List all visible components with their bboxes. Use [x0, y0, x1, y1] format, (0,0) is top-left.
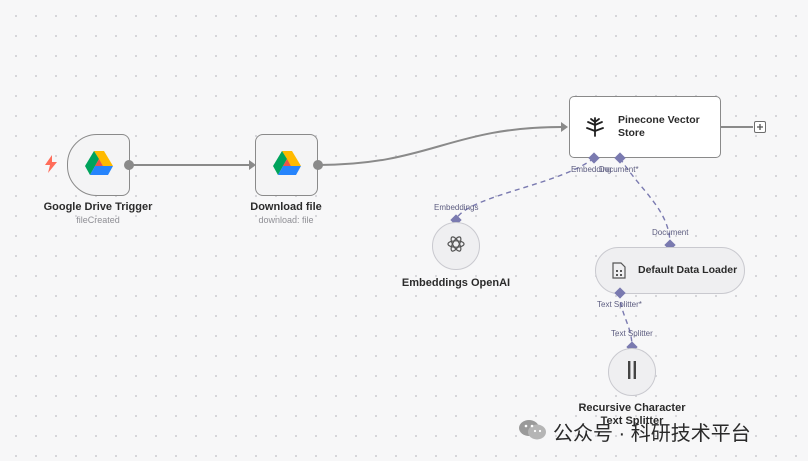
download-file-node[interactable]	[255, 134, 318, 196]
default-data-loader-node[interactable]: Default Data Loader	[595, 247, 745, 294]
node-title: Google Drive Trigger	[43, 201, 153, 213]
node-title: Download file	[250, 201, 322, 213]
port-label-document-out: Document	[652, 228, 689, 237]
embeddings-openai-node[interactable]	[432, 222, 480, 270]
port-label-embedding: Embedding	[571, 165, 612, 174]
node-title-line-1: Pinecone Vector	[618, 114, 700, 126]
connection-text-splitter[interactable]	[619, 292, 633, 348]
node-title: Default Data Loader	[638, 264, 738, 276]
port-label-text-splitter-out: Text Splitter	[611, 329, 653, 338]
split-bars-icon	[625, 360, 639, 385]
port-label-embeddings: Embeddings	[434, 203, 479, 212]
arrow-head-icon	[561, 122, 568, 132]
pinecone-vector-store-node[interactable]: Pinecone Vector Store	[569, 96, 721, 158]
connection-document[interactable]	[619, 157, 671, 245]
watermark-text: 公众号 · 科研技术平台	[553, 423, 751, 445]
node-title-line-2: Store	[618, 127, 645, 139]
trigger-output-port[interactable]	[124, 160, 134, 170]
connection-download-to-pinecone[interactable]	[317, 126, 563, 166]
google-drive-icon	[272, 150, 301, 180]
file-data-icon	[612, 262, 626, 284]
openai-icon	[446, 234, 466, 259]
google-drive-trigger-node[interactable]	[67, 134, 130, 196]
plus-icon	[757, 124, 763, 130]
connection-embeddings[interactable]	[455, 157, 595, 220]
arrow-head-icon	[249, 160, 256, 170]
trigger-bolt-icon	[44, 155, 58, 173]
node-subtitle: download: file	[258, 215, 314, 225]
wechat-logo-icon	[518, 419, 548, 441]
download-output-port[interactable]	[313, 160, 323, 170]
add-node-button[interactable]	[754, 121, 766, 133]
port-label-document: Document*	[599, 165, 639, 174]
node-title: Embeddings OpenAI	[401, 277, 511, 289]
node-subtitle: fileCreated	[76, 215, 120, 225]
node-title-line-1: Recursive Character	[578, 402, 686, 414]
recursive-text-splitter-node[interactable]	[608, 348, 656, 396]
node-title-line-2: Text Splitter	[600, 415, 664, 427]
pinecone-icon	[584, 116, 606, 138]
google-drive-icon	[84, 150, 113, 180]
port-label-text-splitter-in: Text Splitter*	[597, 300, 642, 309]
